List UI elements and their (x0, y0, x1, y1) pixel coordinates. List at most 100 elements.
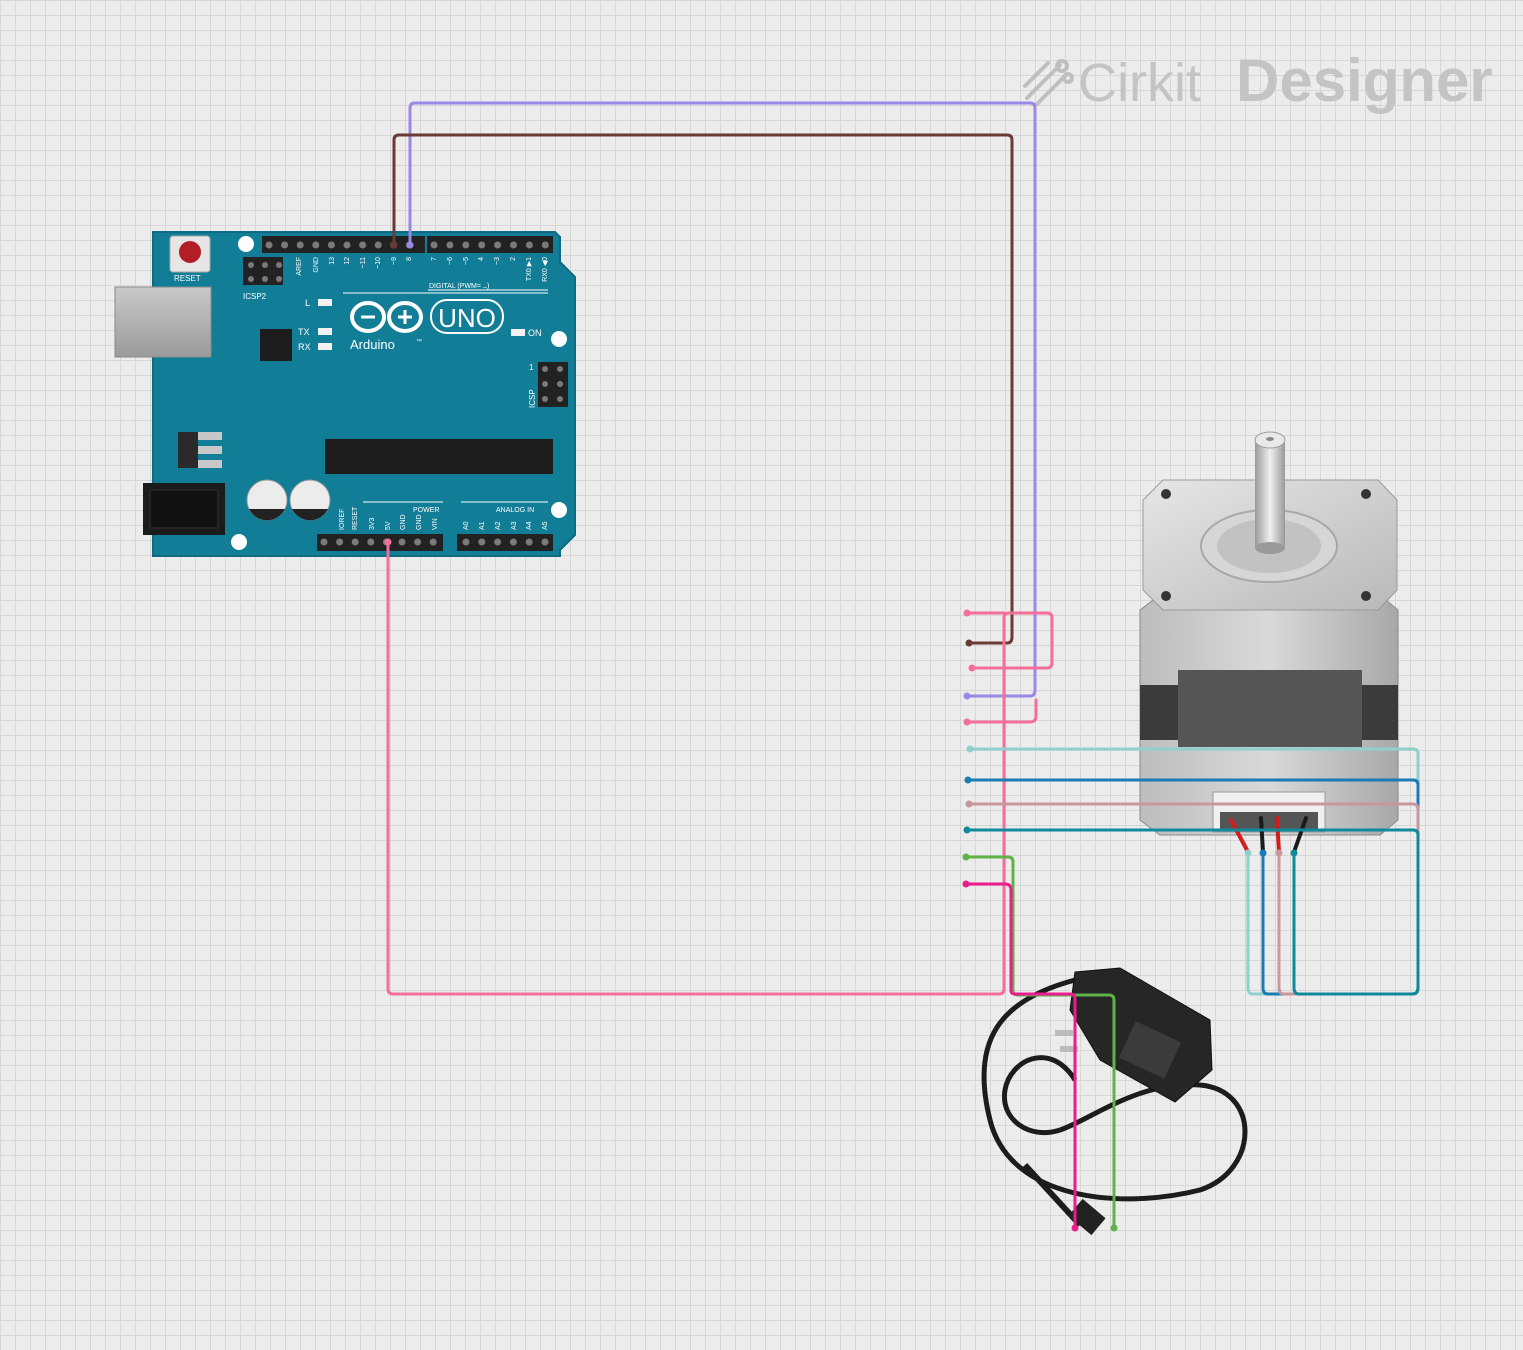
ac-power-adapter[interactable] (981, 967, 1248, 1236)
pin-label: 2 (510, 257, 517, 261)
pin-label: A3 (511, 521, 518, 530)
wire-endpoint[interactable] (966, 745, 974, 753)
wire-pink-5v[interactable] (386, 540, 1054, 996)
wire-teal-coil[interactable] (965, 828, 1420, 996)
icsp-pin (542, 381, 548, 387)
header-pin[interactable] (478, 538, 486, 546)
wire-endpoint[interactable] (962, 853, 970, 861)
pin-label: GND (416, 514, 423, 530)
pin-label: 3V3 (369, 517, 376, 530)
header-pin[interactable] (462, 241, 470, 249)
tx-led-label: TX (298, 327, 310, 337)
watermark-brand-light: Cirkit (1078, 53, 1201, 113)
header-pin[interactable] (446, 241, 454, 249)
header-pin[interactable] (429, 538, 437, 546)
wire-endpoint[interactable] (390, 241, 398, 249)
header-pin[interactable] (510, 241, 517, 249)
pin-label: A2 (495, 521, 502, 530)
header-pin[interactable] (525, 241, 533, 249)
pin-label: A0 (463, 521, 470, 530)
wire-endpoint[interactable] (963, 826, 971, 834)
header-pin[interactable] (494, 241, 502, 249)
icsp2-pin (248, 276, 254, 282)
header-pin[interactable] (541, 241, 549, 249)
tx-led (318, 328, 332, 335)
header-pin[interactable] (374, 241, 382, 249)
watermark-brand-bold: Designer (1236, 47, 1493, 114)
wire-endpoint[interactable] (1275, 849, 1283, 857)
header-pin[interactable] (296, 241, 304, 249)
wire-purple-pin8[interactable] (408, 101, 1037, 698)
header-pin[interactable] (320, 538, 328, 546)
header-pin[interactable] (494, 538, 502, 546)
voltage-regulator (178, 432, 198, 468)
wire-endpoint[interactable] (962, 880, 970, 888)
header-pin[interactable] (541, 538, 549, 546)
arduino-uno-board[interactable]: RESET ICSP2 L TX RX ON UNO Arduino ™ 1 (114, 231, 576, 557)
header-pin[interactable] (281, 241, 289, 249)
header-pin[interactable] (462, 538, 470, 546)
wire-endpoint[interactable] (406, 241, 414, 249)
wire-endpoint[interactable] (968, 664, 976, 672)
icsp2-pin (276, 276, 282, 282)
header-pin[interactable] (265, 241, 273, 249)
screw-hole (1361, 489, 1371, 499)
digital-header-right (427, 236, 553, 253)
pin-label: 13 (329, 257, 336, 265)
header-pin[interactable] (367, 538, 375, 546)
arduino-infinity-logo (350, 301, 423, 333)
header-pin[interactable] (312, 241, 320, 249)
wire-brown-pin9[interactable] (392, 133, 1014, 645)
pin-label: 5V (385, 521, 392, 530)
wire-endpoint[interactable] (1110, 1224, 1118, 1232)
wire-endpoint[interactable] (963, 692, 971, 700)
header-pin[interactable] (398, 538, 406, 546)
icsp2-pin (276, 262, 282, 268)
wire-pink-jumper-2[interactable] (965, 698, 1038, 724)
pin-label: ~11 (360, 257, 367, 268)
usb-interface-chip (260, 329, 292, 361)
pin-label: A1 (479, 521, 486, 530)
wire-endpoint[interactable] (1244, 849, 1252, 857)
digital-label: DIGITAL (PWM= ~) (429, 283, 489, 292)
wire-endpoints (384, 241, 1298, 1232)
wire-magenta-power[interactable] (964, 882, 1077, 1230)
header-pin[interactable] (414, 538, 422, 546)
header-pin[interactable] (509, 538, 517, 546)
motor-lead-wires (1229, 816, 1308, 854)
wire-endpoint[interactable] (963, 609, 971, 617)
header-pin[interactable] (430, 241, 438, 249)
mounting-hole (238, 236, 254, 252)
reset-button-cap[interactable] (179, 241, 201, 263)
wire-endpoint[interactable] (1071, 1224, 1079, 1232)
header-pin[interactable] (478, 241, 486, 249)
pin-label: 7 (431, 257, 438, 261)
plug-prong (1060, 1046, 1078, 1052)
power-label: POWER (413, 507, 439, 514)
header-pin[interactable] (336, 538, 344, 546)
wire-endpoint[interactable] (1259, 849, 1267, 857)
wire-endpoint[interactable] (963, 718, 971, 726)
pin-label: A5 (542, 521, 549, 530)
pin-label: RESET (352, 506, 359, 530)
header-pin[interactable] (359, 241, 367, 249)
icsp-pin (542, 396, 548, 402)
icsp-pin (557, 396, 563, 402)
header-pin[interactable] (351, 538, 359, 546)
analog-in-label: ANALOG IN (496, 507, 534, 514)
pin-label: GND (313, 257, 320, 273)
wire-endpoint[interactable] (965, 639, 973, 647)
header-pin[interactable] (343, 241, 351, 249)
wire-endpoint[interactable] (1290, 849, 1298, 857)
icsp2-pin (262, 276, 268, 282)
header-pin[interactable] (525, 538, 533, 546)
header-pin[interactable] (327, 241, 335, 249)
pin-label: 12 (344, 257, 351, 265)
pin-label: AREF (296, 257, 303, 276)
wire-endpoint[interactable] (384, 538, 392, 546)
stepper-motor-nema17[interactable] (1139, 431, 1399, 854)
capacitor (246, 479, 288, 521)
wire-endpoint[interactable] (964, 776, 972, 784)
icsp-pin1-label: 1 (529, 363, 534, 372)
wire-endpoint[interactable] (965, 800, 973, 808)
